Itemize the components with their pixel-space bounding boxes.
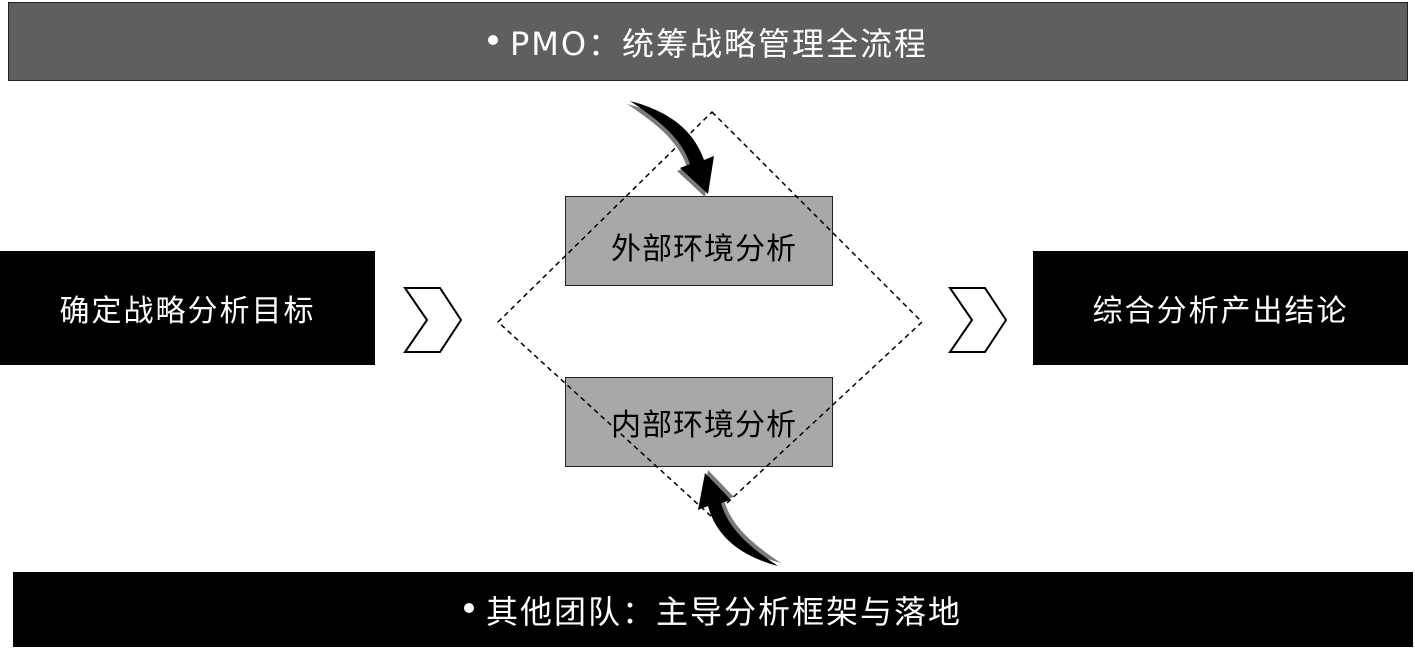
right-chevron-icon: [948, 287, 1008, 353]
other-teams-banner-text: 其他团队：主导分析框架与落地: [485, 592, 962, 631]
left-chevron-icon: [403, 287, 463, 353]
other-teams-banner: 其他团队：主导分析框架与落地: [13, 572, 1413, 647]
curved-arrow-up-icon: [698, 470, 781, 566]
pmo-banner: PMO：统筹战略管理全流程: [8, 2, 1408, 81]
pmo-banner-text: PMO：统筹战略管理全流程: [509, 24, 929, 63]
bullet-icon: [487, 34, 498, 45]
internal-analysis-box: 内部环境分析: [565, 377, 833, 467]
goal-box: 确定战略分析目标: [0, 251, 375, 365]
goal-box-text: 确定战略分析目标: [59, 294, 316, 329]
external-analysis-box: 外部环境分析: [565, 196, 833, 286]
external-analysis-text: 外部环境分析: [611, 232, 797, 267]
conclusion-box: 综合分析产出结论: [1033, 251, 1408, 365]
conclusion-box-text: 综合分析产出结论: [1092, 294, 1349, 329]
bullet-icon: [463, 602, 474, 613]
curved-arrow-down-icon: [627, 101, 714, 197]
internal-analysis-text: 内部环境分析: [611, 408, 797, 443]
